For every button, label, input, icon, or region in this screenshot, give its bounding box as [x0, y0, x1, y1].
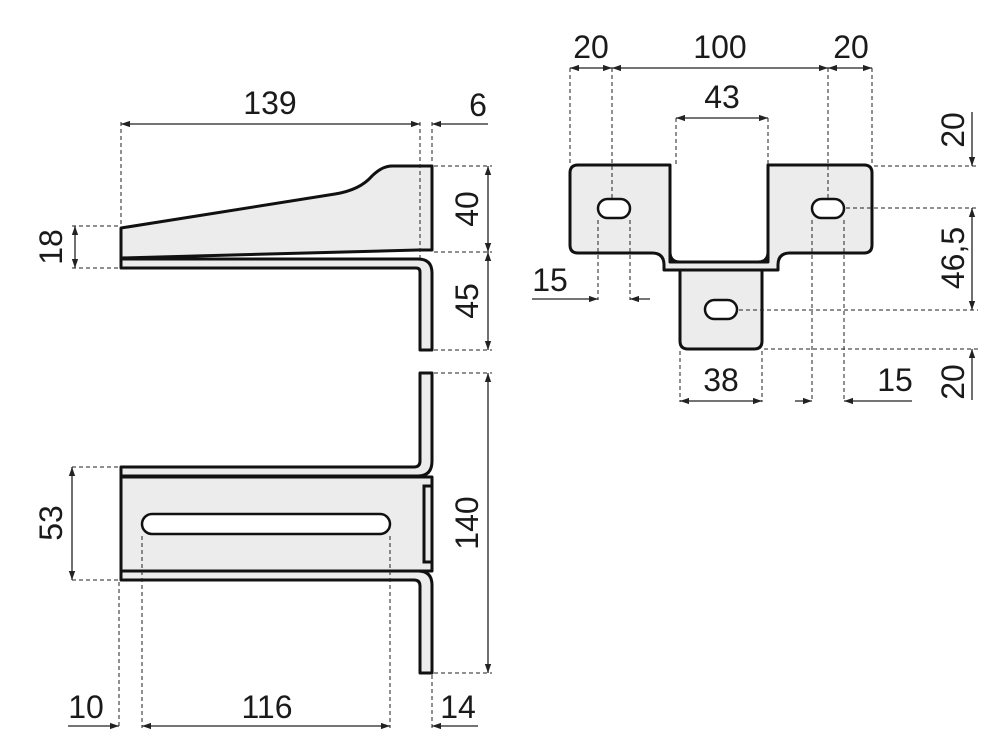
- dim-116: 116: [241, 689, 292, 725]
- dim-140: 140: [449, 496, 485, 549]
- dim-43: 43: [704, 79, 740, 115]
- dim-46-5: 46,5: [935, 227, 971, 289]
- dim-53: 53: [33, 505, 69, 541]
- dim-20-right: 20: [833, 29, 869, 65]
- left-mounting-hole: [596, 197, 632, 220]
- dim-139: 139: [243, 85, 296, 121]
- bottom-mounting-hole: [703, 298, 739, 321]
- front-view-body: [568, 163, 874, 272]
- dim-38: 38: [703, 362, 739, 398]
- front-view-channel-walls: [668, 165, 770, 264]
- front-view: 20 100 20 43 20 46,5 20 15 38 15: [532, 29, 978, 405]
- top-view-upper-flange: [119, 371, 434, 478]
- dim-20-left: 20: [573, 29, 609, 65]
- dim-15-left: 15: [532, 262, 568, 298]
- dim-15-right: 15: [877, 362, 913, 398]
- dim-14: 14: [440, 689, 476, 725]
- dim-6: 6: [469, 87, 487, 123]
- right-mounting-hole: [810, 197, 846, 220]
- dim-40: 40: [449, 191, 485, 227]
- dim-10: 10: [68, 689, 104, 725]
- top-view-bend-notch: [422, 484, 432, 564]
- adjustment-slot: [140, 512, 392, 536]
- dim-20-bottom-offset: 20: [935, 364, 971, 400]
- dim-18: 18: [33, 229, 69, 265]
- side-view-base-plate: [119, 257, 434, 352]
- dim-100: 100: [693, 29, 746, 65]
- dim-45: 45: [449, 283, 485, 319]
- dim-20-top-offset: 20: [935, 112, 971, 148]
- top-view: 53 140 10 116 14: [33, 371, 492, 730]
- side-view: 139 6 18 40 45: [33, 85, 492, 352]
- side-view-body: [119, 164, 434, 260]
- top-view-lower-flange: [119, 569, 434, 675]
